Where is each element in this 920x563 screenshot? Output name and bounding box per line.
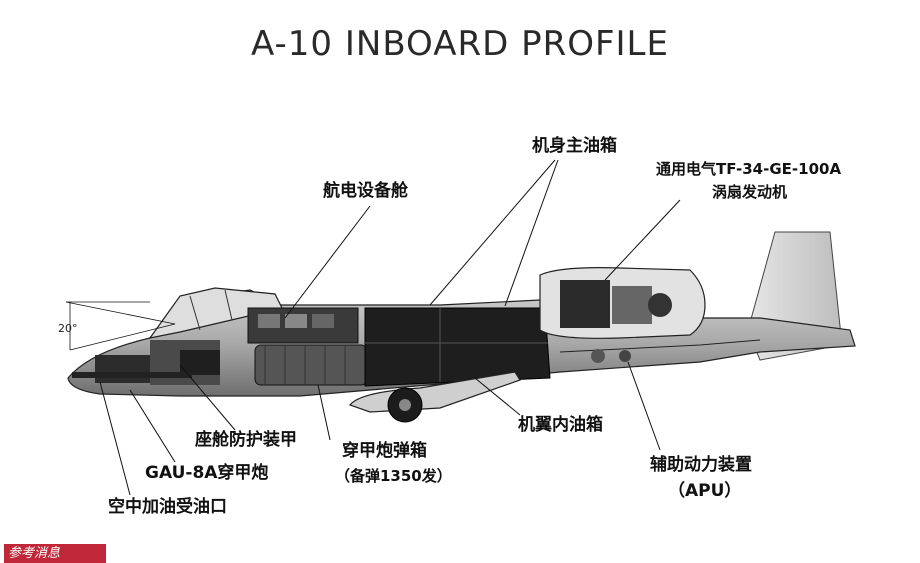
ammo-drum-shape <box>254 344 368 386</box>
canopy <box>148 287 283 339</box>
label-apu-line1: 辅助动力装置 <box>650 455 752 475</box>
fuselage-fuel-tank-shape <box>364 307 551 387</box>
label-cockpit-armor: 座舱防护装甲 <box>195 430 297 450</box>
label-engine-line2: 涡扇发动机 <box>712 183 788 201</box>
watermark-stamp: 参考消息 <box>4 544 106 563</box>
diagram-title: A-10 INBOARD PROFILE <box>251 24 669 64</box>
label-fuselage-fuel-tank: 机身主油箱 <box>532 136 617 156</box>
label-refuel-receptacle: 空中加油受油口 <box>108 497 227 517</box>
label-avionics-bay: 航电设备舱 <box>323 181 408 201</box>
angle-label: 20° <box>58 322 78 335</box>
gun-barrel <box>72 372 192 378</box>
label-engine-line1: 通用电气TF-34-GE-100A <box>656 160 842 178</box>
label-ammo-drum-line1: 穿甲炮弹箱 <box>342 441 427 461</box>
label-gau8-cannon: GAU-8A穿甲炮 <box>145 463 269 483</box>
leader-lines <box>99 159 681 496</box>
label-ammo-drum-line2: （备弹1350发） <box>335 467 452 485</box>
label-apu-line2: （APU） <box>668 481 742 501</box>
label-wing-fuel-tank: 机翼内油箱 <box>518 415 603 435</box>
